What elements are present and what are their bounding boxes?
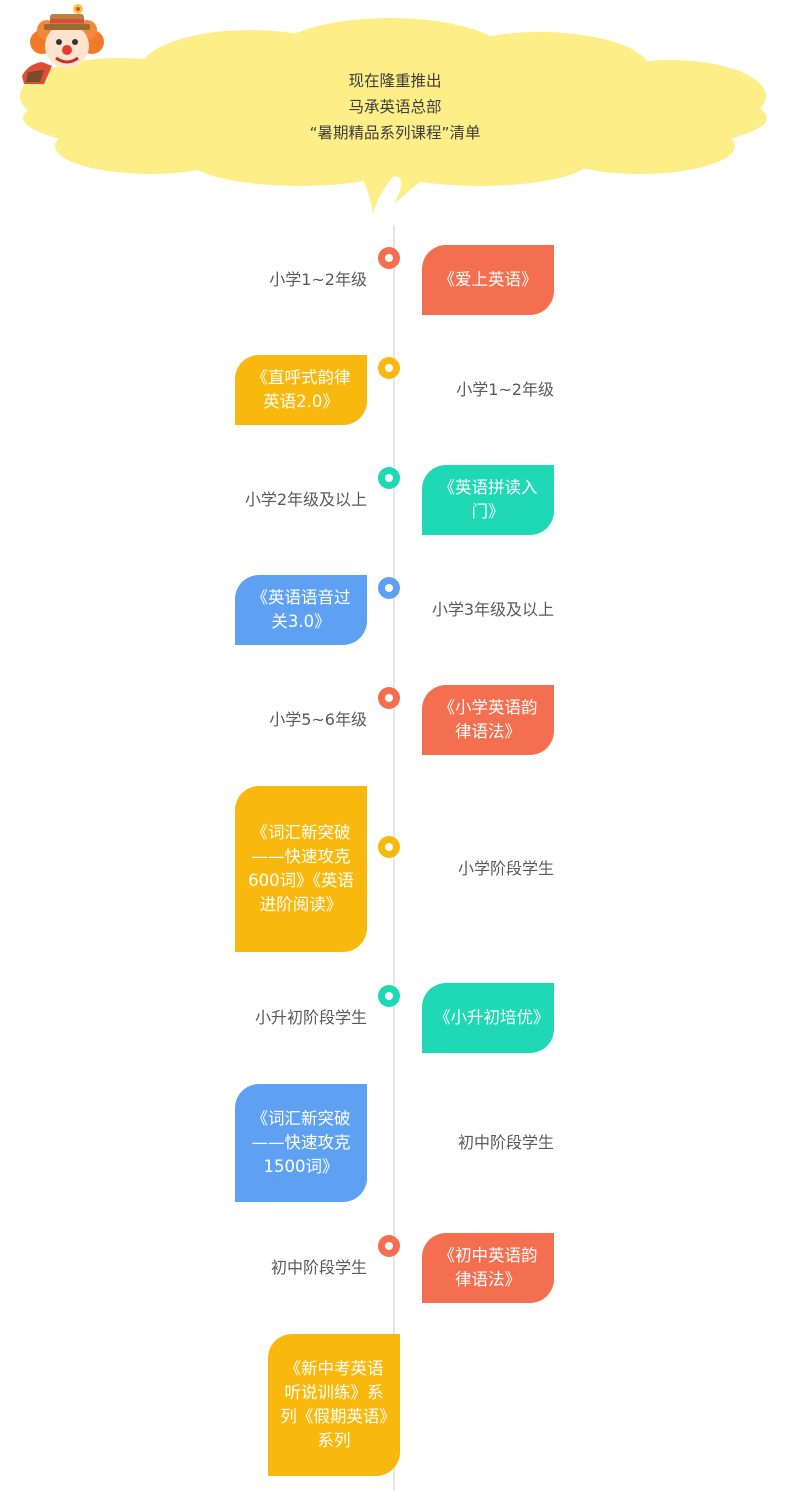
course-title: 《小升初培优》: [434, 1008, 550, 1027]
course-card-zhongkao[interactable]: 《新中考英语听说训练》系列《假期英语》系列: [268, 1334, 400, 1476]
course-card-cihui-1500[interactable]: 《词汇新突破——快速攻克1500词》: [235, 1084, 367, 1202]
timeline-dot: [378, 1235, 400, 1257]
course-grade: 初中阶段学生: [457, 1133, 554, 1152]
course-grade: 小学阶段学生: [457, 859, 554, 878]
course-card-pindu[interactable]: 《英语拼读入门》: [422, 465, 554, 535]
course-grade: 小学1~2年级: [269, 270, 367, 289]
timeline-line: [393, 225, 395, 1491]
course-title: 《词汇新突破——快速攻克600词》《英语进阶阅读》: [248, 823, 354, 914]
course-card-chuzhong-yufa[interactable]: 《初中英语韵律语法》: [422, 1233, 554, 1303]
course-title: 《初中英语韵律语法》: [438, 1246, 538, 1289]
course-title: 《直呼式韵律英语2.0》: [251, 368, 351, 411]
header-line-1: 现在隆重推出: [348, 72, 442, 90]
course-title: 《英语拼读入门》: [438, 478, 538, 521]
timeline-dot: [378, 687, 400, 709]
course-card-zhihu[interactable]: 《直呼式韵律英语2.0》: [235, 355, 367, 425]
course-grade: 初中阶段学生: [270, 1258, 367, 1277]
header: 现在隆重推出 马承英语总部 “暑期精品系列课程”清单: [0, 0, 791, 225]
speech-cloud: [20, 18, 767, 214]
timeline-dot: [378, 247, 400, 269]
course-card-cihui-600[interactable]: 《词汇新突破——快速攻克600词》《英语进阶阅读》: [235, 786, 367, 952]
header-text: 现在隆重推出 马承英语总部 “暑期精品系列课程”清单: [200, 68, 590, 146]
course-title: 《小学英语韵律语法》: [438, 698, 538, 741]
course-grade: 小升初阶段学生: [254, 1008, 367, 1027]
course-grade: 小学5~6年级: [269, 710, 367, 729]
course-title: 《词汇新突破——快速攻克1500词》: [251, 1109, 351, 1176]
header-line-2: 马承英语总部: [348, 98, 442, 116]
timeline-dot: [378, 985, 400, 1007]
course-card-aishang[interactable]: 《爱上英语》: [422, 245, 554, 315]
course-card-yuyin[interactable]: 《英语语音过关3.0》: [235, 575, 367, 645]
timeline-dot: [378, 577, 400, 599]
timeline-dot: [378, 836, 400, 858]
course-title: 《英语语音过关3.0》: [251, 588, 351, 631]
course-grade: 小学3年级及以上: [431, 600, 554, 619]
course-card-xiaoshengchu[interactable]: 《小升初培优》: [422, 983, 554, 1053]
timeline-dot: [378, 357, 400, 379]
course-grade: 小学2年级及以上: [244, 490, 367, 509]
header-line-3: “暑期精品系列课程”清单: [309, 124, 481, 142]
course-title: 《新中考英语听说训练》系列《假期英语》系列: [280, 1359, 388, 1450]
clown-icon: [22, 4, 104, 84]
course-grade: 小学1~2年级: [456, 380, 554, 399]
course-card-xiaoxue-yufa[interactable]: 《小学英语韵律语法》: [422, 685, 554, 755]
timeline-dot: [378, 467, 400, 489]
course-title: 《爱上英语》: [438, 270, 538, 289]
